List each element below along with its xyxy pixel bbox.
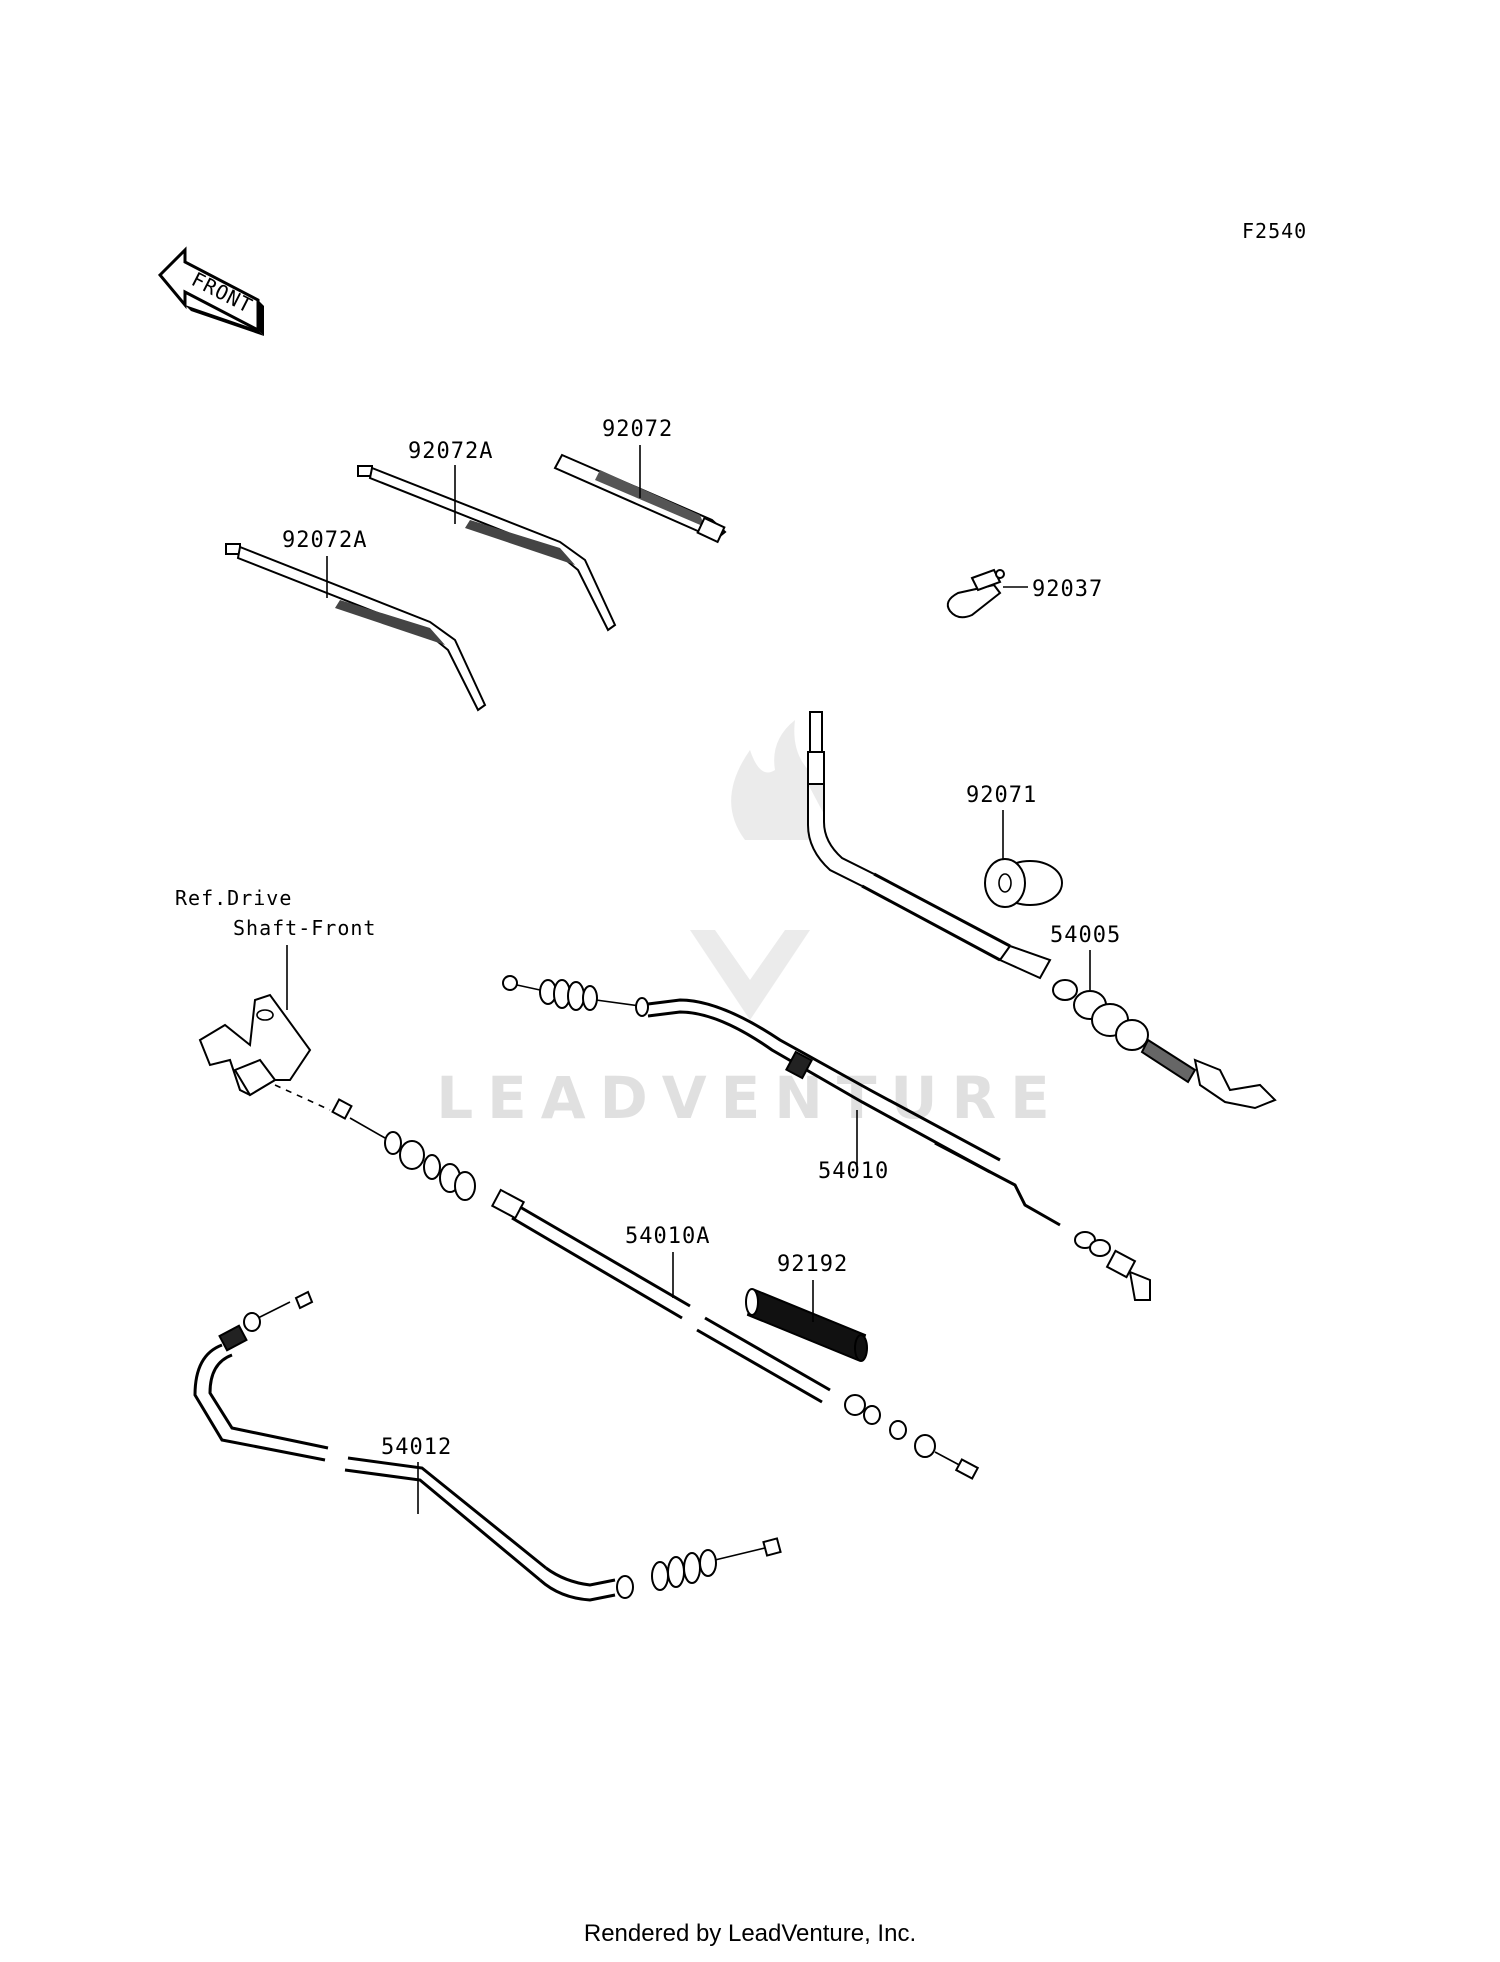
part-label-92072A-upper: 92072A <box>408 439 493 464</box>
ref-drive-line2: Shaft-Front <box>233 916 376 940</box>
ref-drive-line1: Ref.Drive <box>175 886 292 910</box>
footer-credit: Rendered by LeadVenture, Inc. <box>583 1920 917 1947</box>
part-label-54010: 54010 <box>818 1159 889 1184</box>
part-label-92192: 92192 <box>777 1252 848 1277</box>
part-label-92072A-lower: 92072A <box>282 528 367 553</box>
part-92192-sleeve[interactable] <box>745 1288 868 1362</box>
part-label-54005: 54005 <box>1050 923 1121 948</box>
part-label-92072: 92072 <box>602 417 673 442</box>
part-92071-grommet[interactable] <box>984 858 1063 908</box>
leadventure-watermark: LEADVENTURE <box>436 720 1064 1132</box>
drive-shaft-bracket <box>198 993 312 1097</box>
part-54012-cable[interactable] <box>193 1290 782 1602</box>
part-54005-cable[interactable] <box>807 711 1277 1110</box>
part-label-54010A: 54010A <box>625 1224 710 1249</box>
part-label-92071: 92071 <box>966 783 1037 808</box>
part-92072A-cable-tie-upper[interactable] <box>357 465 617 632</box>
front-arrow-icon: FRONT <box>157 246 264 336</box>
part-92072A-cable-tie-lower[interactable] <box>225 543 487 712</box>
diagram-code: F2540 <box>1242 219 1307 243</box>
part-92037-clamp[interactable] <box>946 568 1005 619</box>
part-label-92037: 92037 <box>1032 577 1103 602</box>
watermark-text: LEADVENTURE <box>436 1064 1064 1132</box>
part-label-54012: 54012 <box>381 1435 452 1460</box>
part-54010A-cable[interactable] <box>331 1098 980 1480</box>
part-54010-cable[interactable] <box>502 975 1151 1301</box>
